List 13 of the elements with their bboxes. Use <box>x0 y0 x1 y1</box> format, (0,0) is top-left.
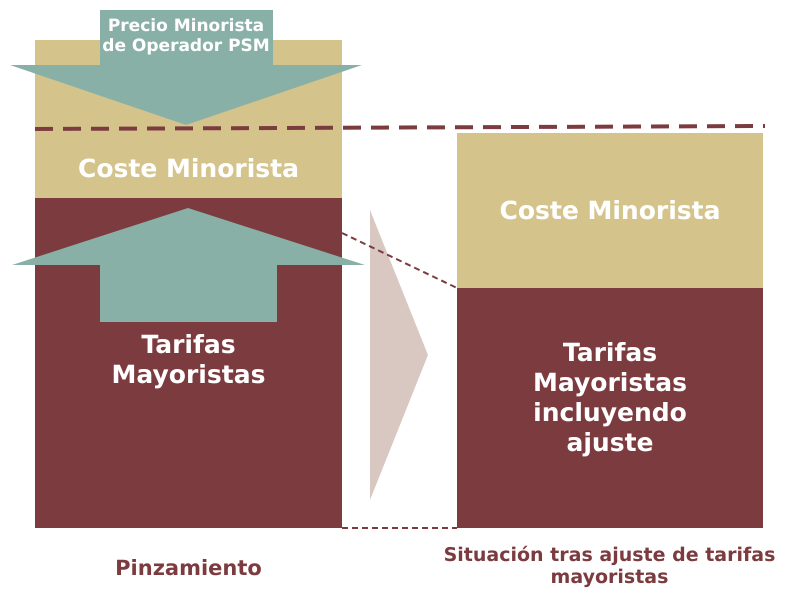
segment-label: Coste Minorista <box>76 154 300 184</box>
segment-label: Tarifas Mayoristas <box>110 330 266 390</box>
caption: Situación tras ajuste de tarifas mayoristas <box>442 545 776 589</box>
bar-segment <box>457 133 763 288</box>
chevron-arrow <box>370 210 428 500</box>
dashed-line <box>342 232 458 289</box>
dashed-line <box>342 527 457 529</box>
down-arrow <box>10 10 362 125</box>
segment-label: Tarifas Mayoristas incluyendo ajuste <box>532 338 688 458</box>
bar-segment <box>457 288 763 528</box>
arrow-label: Precio Minorista de Operador PSM <box>101 16 271 57</box>
segment-label: Coste Minorista <box>498 196 722 226</box>
caption: Pinzamiento <box>114 556 263 580</box>
